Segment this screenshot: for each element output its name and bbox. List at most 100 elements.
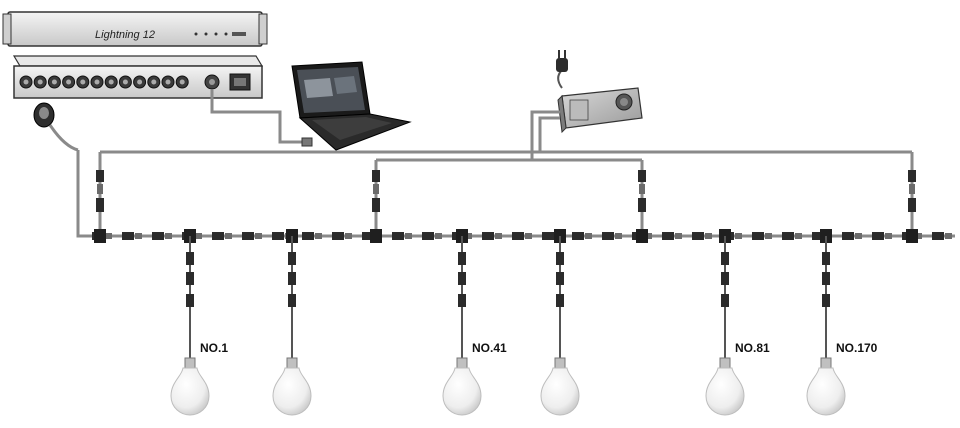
cable-connector-icon <box>822 272 830 285</box>
cable-connector-icon <box>302 232 314 240</box>
power-plug-icon <box>556 50 568 89</box>
cable-connector-icon <box>602 232 614 240</box>
xlr-port <box>175 75 189 89</box>
inline-connector <box>662 232 682 240</box>
xlr-port <box>33 75 47 89</box>
inline-connector <box>422 232 442 240</box>
inline-connector <box>212 232 232 240</box>
main-cable <box>76 150 955 238</box>
light-bulb-icon <box>705 357 745 416</box>
bulb-number-label: NO.81 <box>735 341 770 355</box>
cable-connector-icon <box>585 233 592 239</box>
cable-connector-icon <box>908 198 916 212</box>
light-bulb-icon <box>540 357 580 416</box>
cable-connector-icon <box>195 233 202 239</box>
light-bulb-icon <box>806 357 846 416</box>
xlr-port <box>118 75 132 89</box>
inline-connector <box>602 232 622 240</box>
cable-connector-icon <box>735 233 742 239</box>
controller-output-plug <box>33 102 79 152</box>
xlr-port <box>76 75 90 89</box>
tee-junction <box>370 229 382 243</box>
xlr-port <box>104 75 118 89</box>
bulb-drop: NO.170 <box>806 236 878 416</box>
cable-connector-icon <box>105 233 112 239</box>
laptop-icon <box>291 61 412 151</box>
bulb-number-label: NO.1 <box>200 341 228 355</box>
inline-connector <box>332 232 352 240</box>
cable-connector-icon <box>96 198 104 212</box>
cable-connector-icon <box>525 233 532 239</box>
cable-connector-icon <box>822 252 830 265</box>
bulb-drop: NO.81 <box>705 236 770 416</box>
inline-connector <box>482 232 502 240</box>
bulb-drop: NO.41 <box>442 236 507 416</box>
inline-connector <box>152 232 172 240</box>
xlr-port <box>147 75 161 89</box>
inline-connector <box>242 232 262 240</box>
cable-connector-icon <box>458 252 466 265</box>
cable-connector-icon <box>186 252 194 265</box>
bulb-number-label: NO.170 <box>836 341 878 355</box>
cable-connector-icon <box>165 233 172 239</box>
cable-connector-icon <box>542 232 554 240</box>
cable-connector-icon <box>372 198 380 212</box>
cable-connector-icon <box>662 232 674 240</box>
controller-network-port <box>204 74 220 90</box>
light-bulb-icon <box>170 357 210 416</box>
cable-connector-icon <box>692 232 704 240</box>
cable-connector-icon <box>372 170 380 182</box>
light-bulb-icon <box>442 357 482 416</box>
power-feeder <box>372 160 380 236</box>
cable-connector-icon <box>752 232 764 240</box>
cable-connector-icon <box>242 232 254 240</box>
cable-connector-icon <box>721 294 729 307</box>
inline-connector <box>512 232 532 240</box>
cable-connector-icon <box>932 232 944 240</box>
cable-connector-icon <box>152 232 164 240</box>
xlr-port <box>133 75 147 89</box>
inline-connector <box>392 232 412 240</box>
bulb-drop: NO.1 <box>170 236 228 416</box>
cable-connector-icon <box>122 232 134 240</box>
cable-connector-icon <box>362 232 374 240</box>
cable-connector-icon <box>795 233 802 239</box>
network-cable <box>210 90 306 144</box>
cable-connector-icon <box>392 232 404 240</box>
network-cable-plug <box>301 137 313 147</box>
cable-connector-icon <box>482 232 494 240</box>
cable-connector-icon <box>373 184 379 194</box>
bulb-number-label: NO.41 <box>472 341 507 355</box>
cable-connector-icon <box>909 184 915 194</box>
power-bus <box>96 150 916 236</box>
cable-connector-icon <box>255 233 262 239</box>
cable-connector-icon <box>721 272 729 285</box>
cable-connector-icon <box>675 233 682 239</box>
cable-connector-icon <box>615 233 622 239</box>
power-feeder <box>96 152 104 236</box>
power-feeder <box>638 160 646 236</box>
cable-connector-icon <box>645 233 652 239</box>
cable-connector-icon <box>186 272 194 285</box>
xlr-port <box>47 75 61 89</box>
xlr-port <box>90 75 104 89</box>
cable-connector-icon <box>332 232 344 240</box>
cable-connector-icon <box>288 294 296 307</box>
cable-connector-icon <box>638 198 646 212</box>
xlr-port <box>19 75 33 89</box>
power-feed-cable-1 <box>530 110 560 160</box>
cable-connector-icon <box>908 170 916 182</box>
cable-connector-icon <box>945 233 952 239</box>
cable-connector-icon <box>855 233 862 239</box>
bulb-drop <box>272 236 312 416</box>
cable-connector-icon <box>212 232 224 240</box>
main-signal-line <box>76 150 955 243</box>
inline-connector <box>692 232 712 240</box>
cable-connector-icon <box>272 232 284 240</box>
cable-connector-icon <box>495 233 502 239</box>
cable-connector-icon <box>422 232 434 240</box>
cable-connector-icon <box>812 232 824 240</box>
inline-connector <box>872 232 892 240</box>
